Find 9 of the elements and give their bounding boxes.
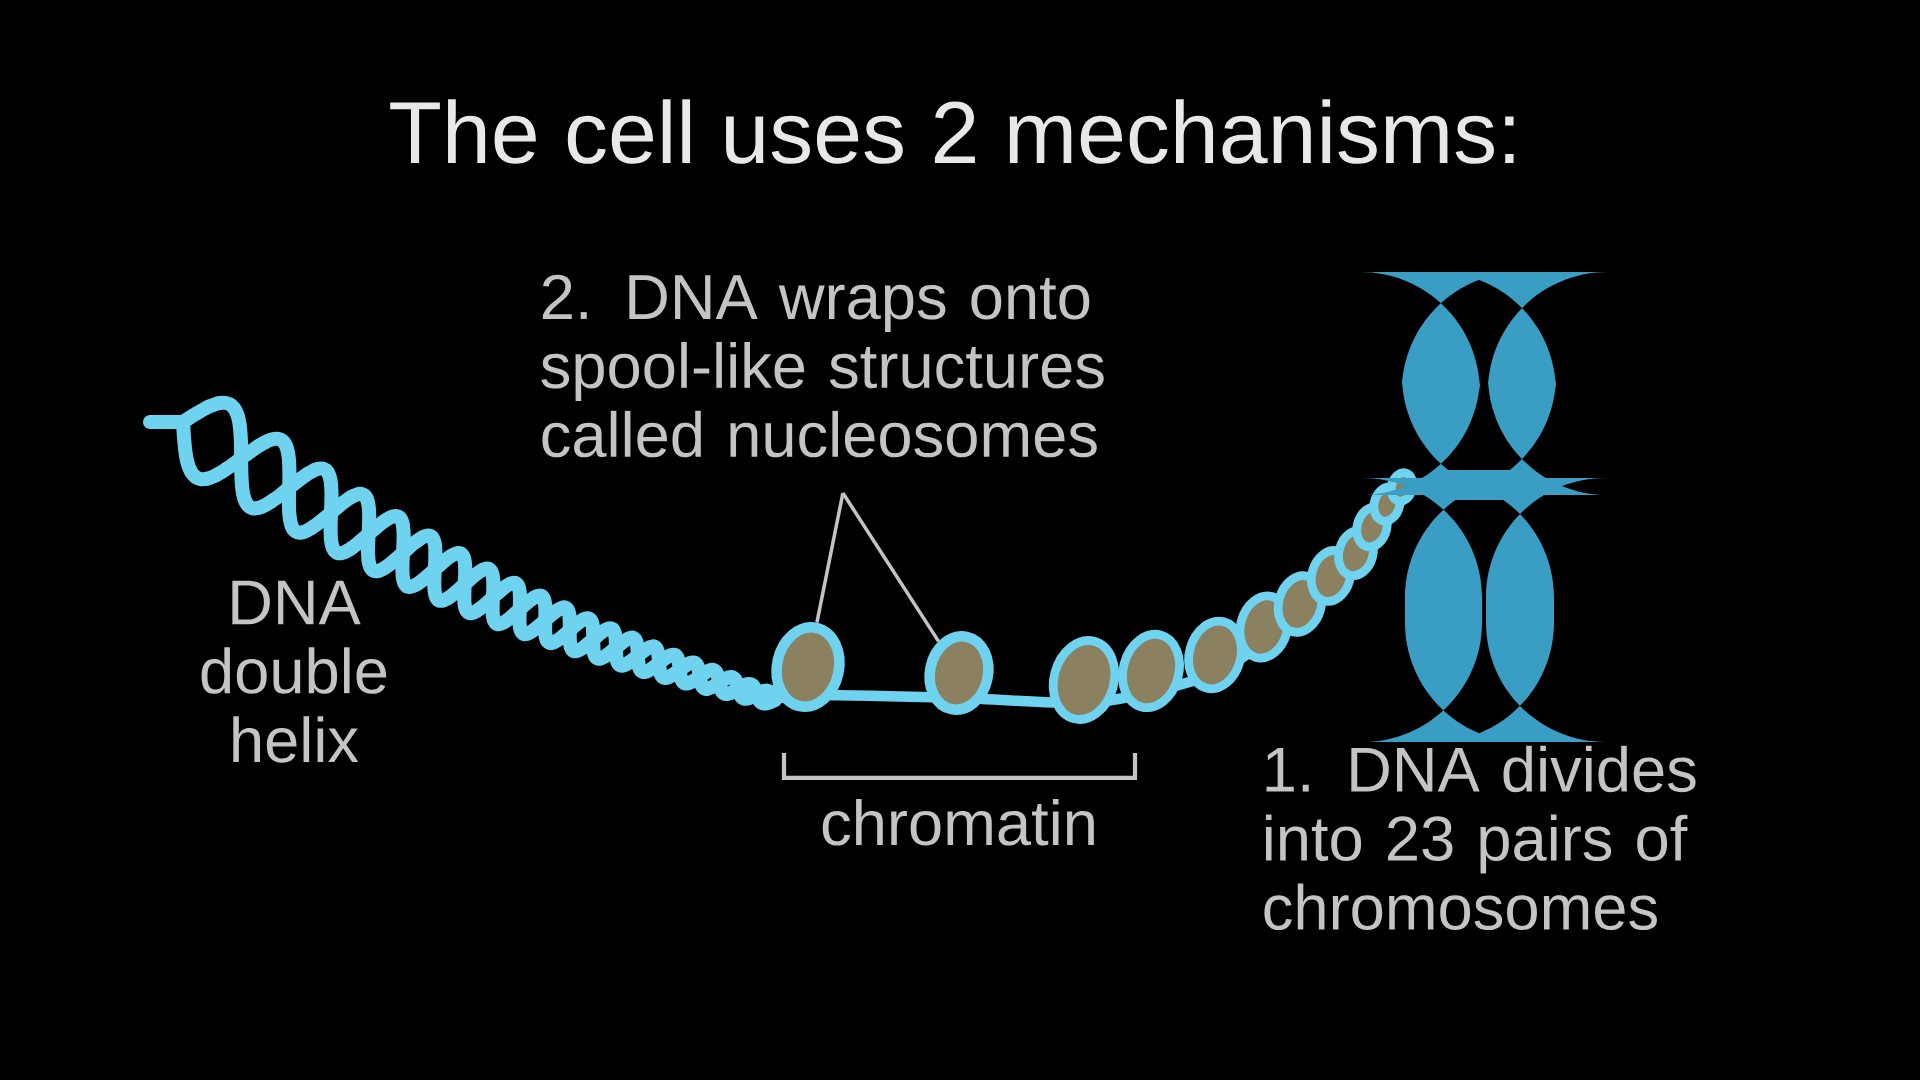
title: The cell uses 2 mechanisms: bbox=[390, 99, 1514, 164]
leader-line bbox=[815, 492, 845, 623]
callout-text: 2. DNA wraps onto spool-like structures called nucleosomes bbox=[541, 274, 1104, 458]
leader-line bbox=[841, 492, 941, 643]
nucleosome bbox=[924, 631, 994, 715]
label-text: 1. DNA divides into 23 pairs of chromosomes bbox=[1264, 745, 1696, 931]
nucleosome bbox=[771, 622, 845, 712]
label-text: chromatin bbox=[822, 799, 1094, 846]
label-text: DNA double helix bbox=[201, 580, 387, 763]
